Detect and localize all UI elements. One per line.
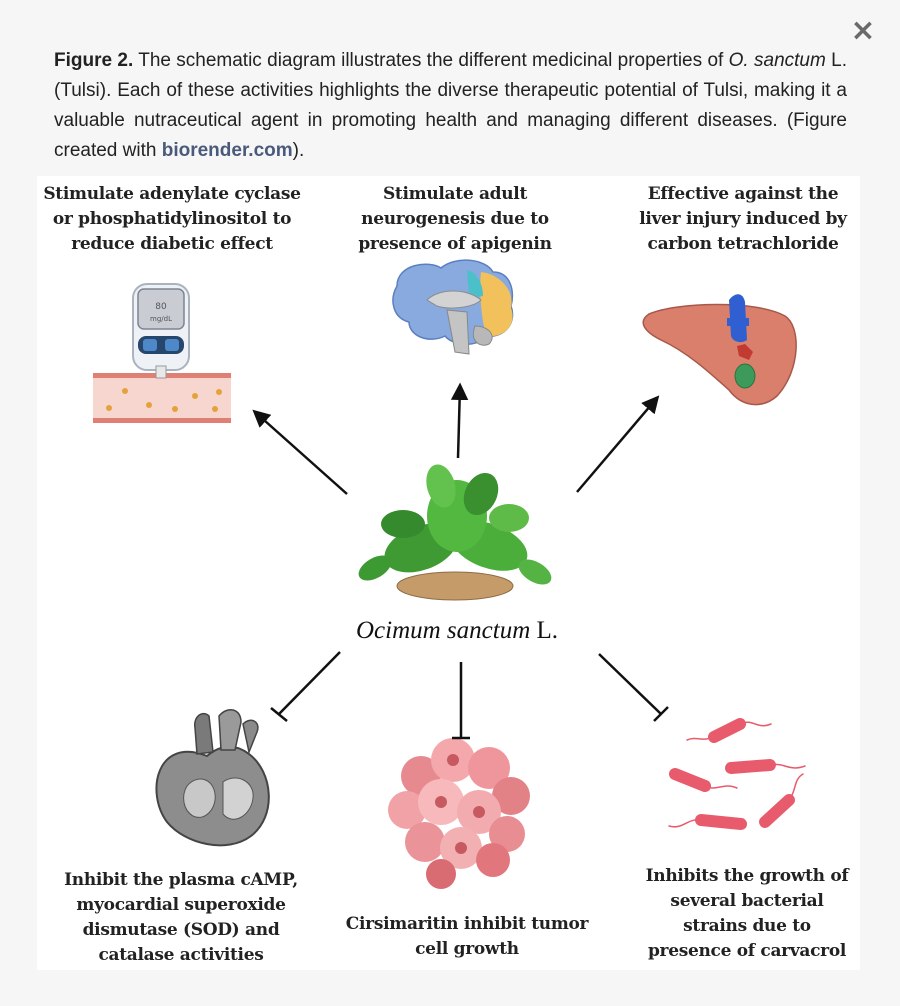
- inhibition-lines: [270, 651, 669, 740]
- node-label-brain: Stimulate adult neurogenesis due to pres…: [358, 184, 552, 254]
- caption-text-2: L. (Tulsi). Each of these activities hig…: [54, 50, 847, 161]
- close-button[interactable]: ×: [846, 14, 880, 48]
- caption-label: Figure 2.: [54, 50, 134, 71]
- caption-species: O. sanctum: [728, 50, 826, 71]
- arrow-to-diabetes: [252, 409, 348, 495]
- center-species-label: Ocimum sanctum L.: [327, 617, 587, 645]
- diagram-graphics: 80 mg/dL: [93, 259, 806, 889]
- glucometer-icon: 80 mg/dL: [93, 283, 231, 423]
- inhibit-to-heart: [278, 651, 341, 715]
- caption-text-1: The schematic diagram illustrates the di…: [133, 50, 729, 71]
- tumor-cells-icon: [388, 738, 530, 889]
- close-icon: ×: [850, 13, 876, 48]
- center-species-name: Ocimum sanctum: [355, 617, 531, 644]
- arrow-to-liver: [576, 395, 660, 493]
- center-species-suffix: L.: [530, 617, 559, 644]
- node-label-diabetes: Stimulate adenylate cyclase or phosphati…: [43, 184, 301, 254]
- node-label-bacteria: Inhibits the growth of several bacterial…: [645, 866, 849, 961]
- biorender-link[interactable]: biorender.com: [161, 140, 293, 161]
- arrow-to-brain: [450, 382, 469, 459]
- stimulation-arrows: [252, 382, 660, 495]
- heart-icon: [155, 709, 270, 847]
- node-label-tumor: Cirsimaritin inhibit tumor cell growth: [345, 914, 589, 959]
- bacteria-icon: [668, 718, 806, 830]
- node-label-heart: Inhibit the plasma cAMP, myocardial supe…: [64, 870, 298, 965]
- caption-text-3: ).: [292, 140, 305, 161]
- brain-icon: [392, 259, 514, 355]
- glucometer-reading: 80: [155, 302, 167, 312]
- tulsi-plant-icon: [358, 464, 552, 601]
- schematic-diagram: 80 mg/dL: [37, 176, 860, 970]
- figure-caption: Figure 2. The schematic diagram illustra…: [54, 46, 847, 166]
- node-label-liver: Effective against the liver injury induc…: [639, 184, 847, 254]
- glucometer-unit: mg/dL: [150, 315, 172, 323]
- liver-icon: [642, 294, 797, 406]
- inhibit-to-bacteria: [598, 653, 662, 715]
